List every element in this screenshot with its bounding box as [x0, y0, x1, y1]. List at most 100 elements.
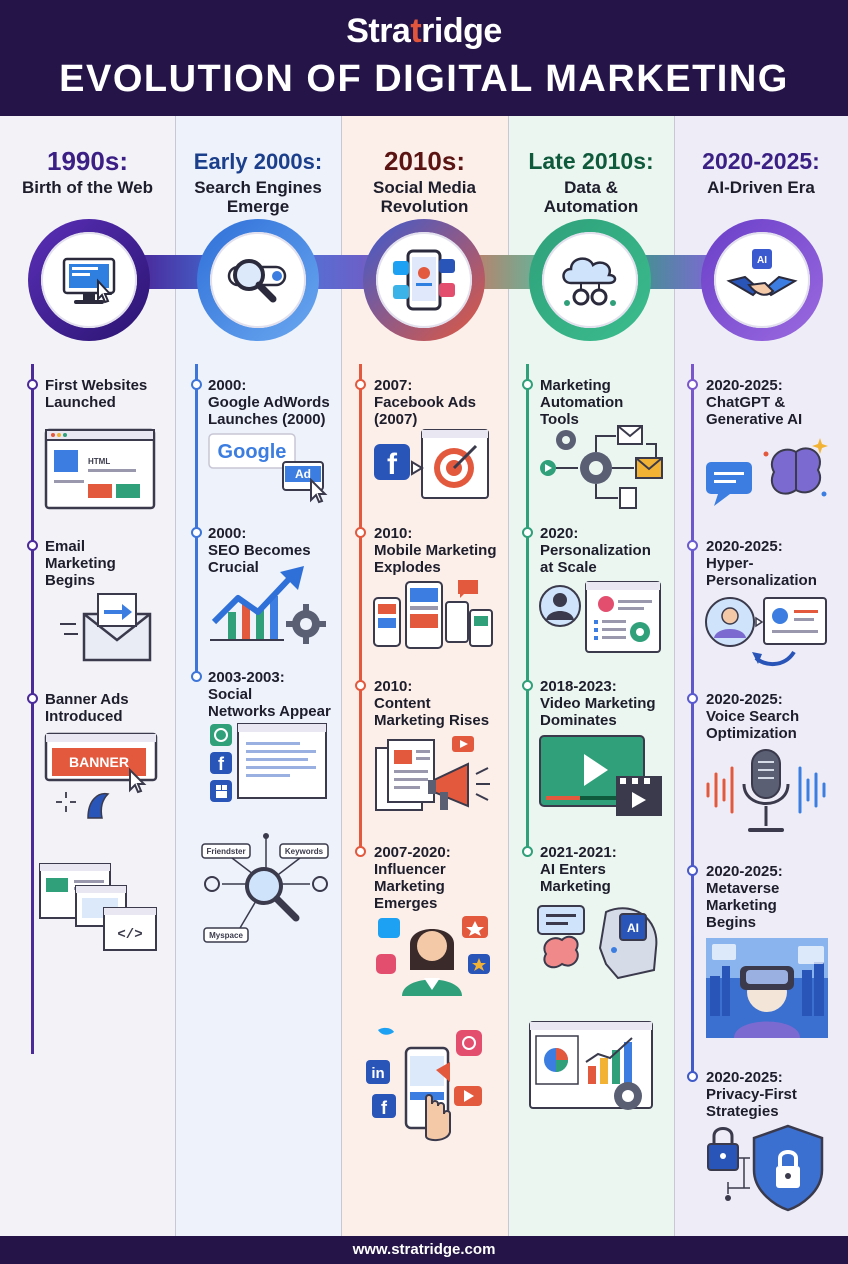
hyper-personalization-illustration: [705, 597, 827, 666]
video-player-illustration: [539, 735, 662, 816]
linkedin-in-text: in: [371, 1065, 384, 1082]
code-tag-label: </>: [117, 927, 142, 943]
keywords-label: Keywords: [285, 847, 324, 856]
timeline-line: [359, 364, 362, 854]
social-network-search-illustration: Friendster Keywords Myspace: [201, 833, 329, 943]
column-divider: [674, 116, 675, 1236]
facebook-target-illustration: f: [374, 429, 489, 499]
facebook-f-text: f: [387, 448, 398, 481]
content-megaphone-illustration: [375, 736, 490, 811]
social-app-phone-illustration: in f: [366, 1027, 482, 1142]
magnifier-icon: [227, 259, 287, 303]
column-divider: [508, 116, 509, 1236]
timeline-dot: [191, 527, 202, 538]
timeline-dot: [687, 379, 698, 390]
era-heading-group: Late 2010s: Data &Automation: [508, 116, 674, 236]
timeline-dot: [687, 693, 698, 704]
era-title: Early 2000s:: [193, 149, 323, 174]
timeline-dot: [191, 379, 202, 390]
era-circle: [529, 219, 651, 341]
timeline-dot: [355, 379, 366, 390]
era-subtitle: AI-Driven Era: [707, 178, 815, 197]
analytics-dashboard-illustration: [529, 1021, 653, 1110]
timeline-dot: [687, 1071, 698, 1082]
banner-label: BANNER: [69, 754, 129, 770]
timeline-line: [31, 364, 34, 1054]
ai-chip-label: AI: [757, 255, 767, 266]
timeline-line: [526, 364, 529, 854]
banner-ad-illustration: BANNER: [44, 732, 158, 819]
cloud-gear-icon: [562, 257, 617, 306]
ai-chip-label: AI: [627, 921, 639, 935]
timeline-dot: [522, 846, 533, 857]
timeline-dot: [27, 540, 38, 551]
timeline-dot: [522, 379, 533, 390]
era-title: 1990s:: [47, 146, 128, 176]
ai-handshake-icon: AI: [726, 249, 798, 297]
milestone-hyper-personalization: 2020-2025:Hyper-Personalization: [706, 538, 817, 589]
footer-url[interactable]: www.stratridge.com: [0, 1236, 848, 1264]
myspace-label: Myspace: [209, 931, 243, 940]
era-heading-group: 2020-2025: AI-Driven Era: [674, 116, 848, 236]
era-title: 2020-2025:: [702, 148, 820, 174]
timeline-dot: [522, 680, 533, 691]
column-divider: [341, 116, 342, 1236]
influencer-illustration: [376, 916, 490, 996]
page-title: EVOLUTION OF DIGITAL MARKETING: [59, 58, 789, 100]
envelope-email-illustration: [60, 593, 152, 662]
era-circle: [197, 219, 319, 341]
seo-growth-chart-illustration: [210, 566, 326, 644]
timeline-dot: [27, 693, 38, 704]
html-tag-label: HTML: [88, 457, 110, 466]
timeline-dot: [687, 865, 698, 876]
timeline-dot: [355, 680, 366, 691]
stacked-windows-code-illustration: </>: [39, 863, 157, 951]
timeline-dot: [355, 527, 366, 538]
era-subtitle: Birth of the Web: [22, 178, 153, 197]
era-heading-group: 1990s: Birth of the Web: [0, 116, 175, 236]
era-title: 2010s:: [384, 146, 465, 176]
timeline-line: [691, 364, 694, 1076]
header: Stratridge EVOLUTION OF DIGITAL MARKETIN…: [0, 0, 848, 116]
computer-icon: [62, 257, 116, 304]
google-logo-text: Google: [218, 441, 287, 463]
timeline-dot: [191, 671, 202, 682]
microphone-voice-illustration: [706, 749, 826, 832]
timeline-dot: [355, 846, 366, 857]
facebook-f-text: f: [381, 1098, 388, 1118]
google-ad-illustration: Google Ad: [208, 433, 328, 504]
era-circle: [28, 219, 150, 341]
social-networks-illustration: f: [210, 723, 327, 802]
timeline-dot: [522, 527, 533, 538]
smartphone-social-icon: [393, 249, 455, 311]
mobile-devices-illustration: [373, 580, 493, 649]
era-subtitle: Data &Automation: [543, 178, 639, 216]
timeline-dot: [687, 540, 698, 551]
milestone-chatgpt: 2020-2025:ChatGPT &Generative AI: [706, 377, 803, 428]
era-circle: AI: [701, 219, 823, 341]
timeline-line: [195, 364, 198, 674]
browser-webpage-illustration: HTML: [44, 428, 156, 510]
ad-label: Ad: [295, 467, 311, 481]
vr-metaverse-illustration: [706, 938, 828, 1038]
era-title: Late 2010s:: [528, 148, 654, 174]
automation-workflow-illustration: [540, 425, 663, 509]
timeline-dot: [27, 379, 38, 390]
facebook-f-text: f: [218, 754, 225, 774]
